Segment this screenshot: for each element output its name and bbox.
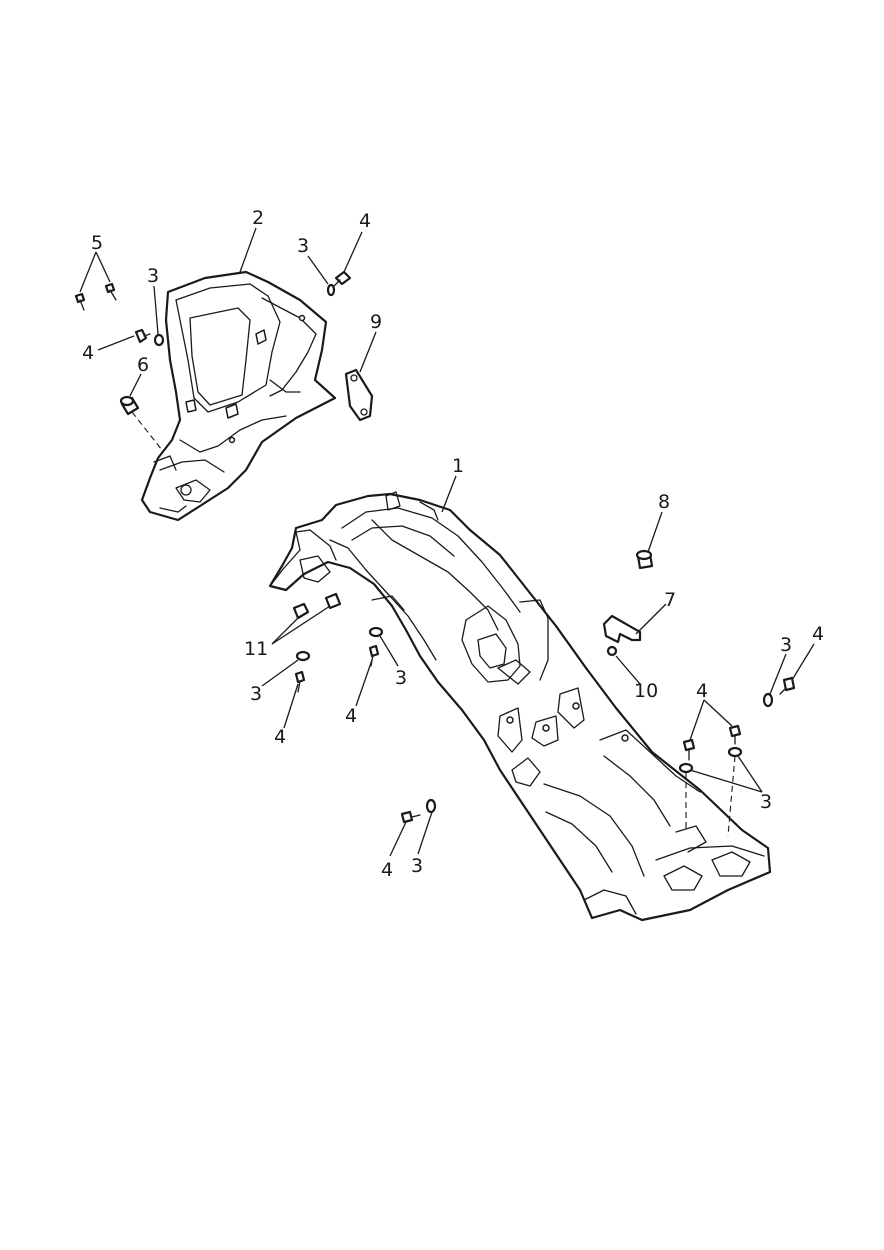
callout-3: 3 xyxy=(395,667,407,689)
callout-4: 4 xyxy=(381,859,393,881)
part-clip-plate-7 xyxy=(602,614,642,644)
part-plug-6 xyxy=(119,395,140,416)
callout-11: 11 xyxy=(244,638,268,660)
part-nut-10 xyxy=(606,645,618,657)
callout-4: 4 xyxy=(359,210,371,232)
callout-3: 3 xyxy=(297,235,309,257)
callout-numbers: 2 5 3 3 4 4 6 9 1 8 7 11 3 3 4 4 10 3 4 … xyxy=(82,207,824,881)
callout-3: 3 xyxy=(760,791,772,813)
callout-4: 4 xyxy=(345,705,357,727)
callout-3: 3 xyxy=(250,683,262,705)
part-grommet-8 xyxy=(635,549,654,570)
part-bracket-9 xyxy=(344,368,374,422)
callout-6: 6 xyxy=(137,354,149,376)
callout-8: 8 xyxy=(658,491,670,513)
callout-4: 4 xyxy=(696,680,708,702)
part-rear-undertray xyxy=(268,491,772,922)
leader-lines xyxy=(79,227,815,857)
callout-9: 9 xyxy=(370,311,382,333)
callout-4: 4 xyxy=(812,623,824,645)
callout-4: 4 xyxy=(274,726,286,748)
assembly-lines xyxy=(131,411,736,837)
callout-3: 3 xyxy=(411,855,423,877)
callout-3: 3 xyxy=(780,634,792,656)
callout-4: 4 xyxy=(82,342,94,364)
callout-7: 7 xyxy=(664,589,676,611)
callout-10: 10 xyxy=(634,680,658,702)
callout-5: 5 xyxy=(91,232,103,254)
part-front-hugger xyxy=(140,270,337,522)
part-clips-11 xyxy=(292,592,342,620)
callout-1: 1 xyxy=(452,455,464,477)
bolts xyxy=(74,270,796,824)
washers xyxy=(153,283,774,814)
callout-3: 3 xyxy=(147,265,159,287)
callout-2: 2 xyxy=(252,207,264,229)
